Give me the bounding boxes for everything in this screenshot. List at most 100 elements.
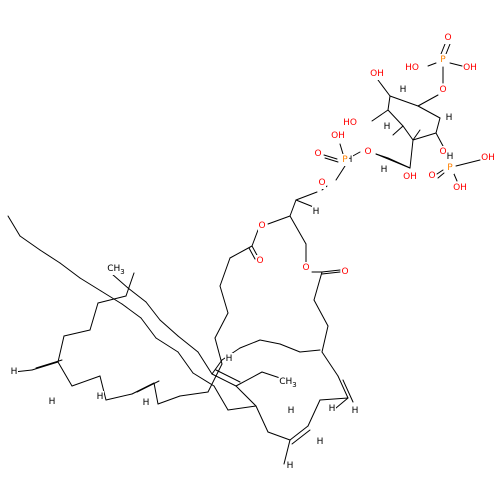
atom-text-o-ester-2: O bbox=[302, 263, 309, 273]
bond-101 bbox=[159, 319, 179, 337]
atom-label-bg-o-ester-2 bbox=[302, 262, 310, 274]
atom-label-bg-ch3-top bbox=[106, 263, 126, 275]
bond-34 bbox=[295, 191, 318, 201]
atom-text-o-p-right-dbl: O bbox=[428, 171, 435, 181]
bond-93 bbox=[39, 249, 61, 264]
atom-label-bg-oh-p-mid bbox=[331, 130, 345, 142]
bond-100 bbox=[177, 335, 199, 353]
atom-text-o-glycerol-1: O bbox=[318, 178, 325, 188]
atom-subscript-ch3-bottom: 3 bbox=[292, 381, 296, 389]
atom-text-ho-p-top: HO bbox=[405, 63, 419, 73]
atom-text-oh-p-mid: OH bbox=[331, 131, 345, 141]
bond-72 bbox=[321, 351, 339, 377]
bond-104 bbox=[111, 273, 129, 289]
atom-label-h-db-10: H bbox=[352, 406, 359, 416]
bond-35 bbox=[289, 199, 297, 217]
bond-31 bbox=[324, 157, 339, 163]
bond-24 bbox=[455, 159, 481, 167]
bond-86 bbox=[177, 351, 194, 374]
bond-97 bbox=[211, 373, 237, 387]
bond-44 bbox=[219, 257, 231, 287]
atom-text-h-db-1: H bbox=[11, 367, 18, 377]
bond-layer bbox=[7, 43, 481, 465]
bond-2 bbox=[427, 62, 437, 67]
atom-label-h-db-9: H bbox=[329, 404, 336, 414]
atom-label-bg-h-db-2 bbox=[48, 396, 56, 408]
atom-label-bg-ch3-bottom bbox=[278, 376, 298, 388]
atom-label-bg-h-db-6 bbox=[287, 405, 295, 417]
atom-text-oh-ring-1: OH bbox=[370, 69, 384, 79]
bond-94 bbox=[19, 235, 41, 251]
bond-74 bbox=[342, 379, 354, 403]
bond-69 bbox=[313, 271, 323, 301]
atom-text-oh-p-top: OH bbox=[463, 63, 477, 73]
atom-label-bg-h-db-4 bbox=[142, 397, 150, 409]
bond-107 bbox=[211, 359, 223, 375]
atom-label-bg-oh-p-right-2 bbox=[453, 182, 467, 194]
bond-58 bbox=[31, 361, 59, 371]
bond-71 bbox=[321, 325, 329, 353]
atom-label-bg-h-db-8 bbox=[316, 436, 324, 448]
bond-64 bbox=[97, 295, 127, 304]
atom-label-h-glycerol: H bbox=[313, 207, 320, 217]
bond-87 bbox=[155, 337, 179, 353]
atom-text-oh-ring-3: OH bbox=[403, 172, 417, 182]
atom-label-h-ring-4: H bbox=[447, 152, 454, 162]
atom-label-o-p-top-dbl: O bbox=[444, 33, 451, 43]
bond-76 bbox=[319, 397, 349, 401]
atom-label-h-ring-3: H bbox=[384, 122, 391, 132]
atom-label-bg-p-mid bbox=[341, 154, 349, 166]
bond-5 bbox=[445, 43, 451, 55]
atom-text-oh-p-right-1: OH bbox=[481, 153, 495, 163]
bond-89 bbox=[121, 303, 142, 319]
atom-label-bg-oh-ring-2 bbox=[343, 117, 357, 129]
atom-text-h-db-9: H bbox=[329, 404, 336, 414]
atom-label-h-ring-2: H bbox=[446, 113, 453, 123]
atom-label-bg-o-ester-2-dbl bbox=[341, 266, 349, 278]
bond-56 bbox=[71, 375, 101, 387]
atom-label-ch3-top: CH3 bbox=[107, 264, 125, 276]
atom-text-o-p-top-dbl: O bbox=[444, 33, 451, 43]
bond-49 bbox=[179, 391, 209, 397]
atom-text-h-db-5: H bbox=[226, 354, 233, 364]
atom-label-bg-h-ring-1 bbox=[399, 84, 407, 96]
atom-label-o-ester-1-dbl: O bbox=[256, 256, 263, 266]
bond-22 bbox=[375, 153, 389, 159]
atom-text-h-ring-3: H bbox=[384, 122, 391, 132]
atom-label-o-ring-left: O bbox=[364, 147, 371, 157]
bond-19 bbox=[409, 139, 414, 169]
atom-text-o-ester-1: O bbox=[258, 221, 265, 231]
bond-78 bbox=[289, 425, 309, 441]
atom-label-p-top: P bbox=[440, 55, 446, 65]
bond-17 bbox=[412, 132, 437, 141]
bond-25 bbox=[436, 169, 444, 175]
bond-40 bbox=[251, 229, 259, 247]
bond-14 bbox=[412, 129, 421, 141]
atom-text-h-glycerol: H bbox=[313, 207, 320, 217]
bond-98 bbox=[215, 369, 241, 383]
bond-63 bbox=[89, 302, 99, 331]
bond-73 bbox=[337, 375, 349, 399]
atom-label-bg-oh-p-top bbox=[463, 62, 477, 74]
bond-96 bbox=[235, 385, 257, 407]
atom-label-h-db-7: H bbox=[287, 461, 294, 471]
atom-label-h-ring-1: H bbox=[400, 85, 407, 95]
atom-text-p-top: P bbox=[440, 55, 446, 65]
bond-45 bbox=[219, 285, 229, 314]
atom-text-h-ring-5: H bbox=[381, 165, 388, 175]
bond-110 bbox=[259, 339, 281, 345]
atom-subscript-ch3-top: 3 bbox=[120, 268, 124, 276]
atom-label-bg-ho-p-top bbox=[405, 62, 419, 74]
atom-label-oh-ring-2: HO bbox=[343, 118, 357, 128]
bond-57 bbox=[57, 361, 73, 387]
atom-label-p-right: P bbox=[447, 163, 453, 173]
bond-90 bbox=[100, 290, 123, 305]
bond-112 bbox=[299, 349, 321, 353]
atom-label-bg-oh-ring-1 bbox=[370, 68, 384, 80]
bond-15 bbox=[417, 105, 441, 119]
atom-text-h-db-4: H bbox=[143, 398, 150, 408]
atom-label-h-ring-5: H bbox=[381, 165, 388, 175]
atom-label-bg-oh-p-right-1 bbox=[481, 152, 495, 164]
atom-label-oh-p-right-1: OH bbox=[481, 153, 495, 163]
atom-text-p-mid: P bbox=[342, 155, 348, 165]
